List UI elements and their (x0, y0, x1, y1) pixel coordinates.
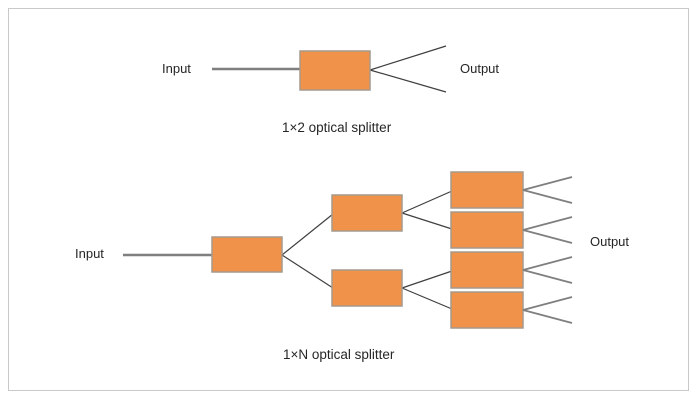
figure-border-frame (8, 8, 689, 391)
connector-stage2u-to-stage3-1 (401, 190, 453, 214)
output-fan-stage3-1 (522, 176, 573, 204)
output-fan-stage3-3 (522, 256, 573, 284)
splitter-box-stage3-1 (450, 171, 524, 209)
output-fan-stage3-4 (522, 296, 573, 324)
splitter-box-stage3-3 (450, 251, 524, 289)
output-fan-stage3-2 (522, 216, 573, 244)
diagram-1xn (123, 171, 573, 329)
caption-1xn: 1×N optical splitter (283, 347, 395, 362)
output-branch-line-1x2-top (369, 45, 447, 71)
connector-stage1-to-stage2-upper (281, 213, 334, 256)
input-label-1xn: Input (75, 246, 104, 261)
splitter-box-stage2-upper (331, 194, 403, 232)
output-label-1xn: Output (590, 234, 630, 249)
input-label-1x2: Input (162, 61, 191, 76)
caption-1x2: 1×2 optical splitter (282, 120, 392, 135)
connector-stage1-to-stage2-lower (281, 254, 334, 289)
connector-stage2u-to-stage3-2 (401, 212, 453, 230)
output-branch-line-1x2-bottom (369, 69, 447, 93)
connector-stage2l-to-stage3-4 (401, 287, 453, 310)
diagram-1x2 (212, 45, 447, 93)
connector-stage2l-to-stage3-3 (401, 270, 453, 289)
splitter-box-stage1 (211, 236, 283, 273)
splitter-box-stage3-2 (450, 211, 524, 249)
output-label-1x2: Output (460, 61, 500, 76)
splitter-box-stage3-4 (450, 291, 524, 329)
splitter-box-stage2-lower (331, 269, 403, 307)
splitter-box-1x2 (299, 50, 371, 91)
